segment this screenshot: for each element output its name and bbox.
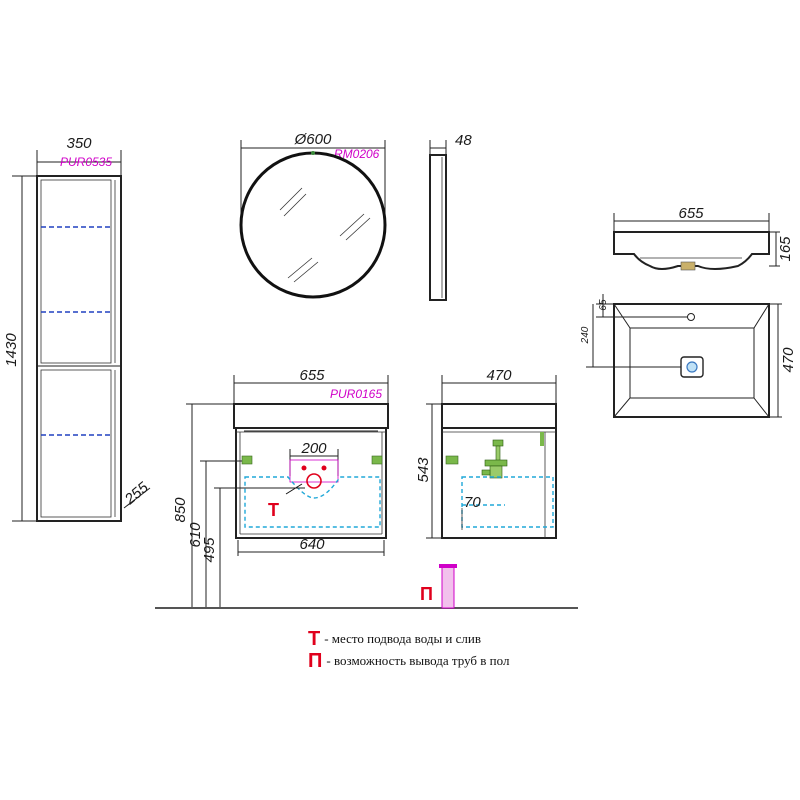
legend-item-water: Т- место подвода воды и слив xyxy=(308,628,481,651)
legend-key: Т xyxy=(308,628,321,650)
legend-key: П xyxy=(308,650,323,672)
cabinet-side-top xyxy=(441,403,557,429)
mirror-model-label: RM0206 xyxy=(334,147,380,161)
drain-outlet xyxy=(306,473,322,489)
basin-height-label: 165 xyxy=(777,236,794,262)
cabinet-model-label: PUR0165 xyxy=(330,387,382,401)
floor-pipe xyxy=(441,565,455,609)
tap-offset-label: 65 xyxy=(598,299,609,311)
cabinet-side-view: 470 70 543 П xyxy=(415,367,557,609)
depth-70-label: 70 xyxy=(464,494,481,511)
water-marker: Т xyxy=(268,500,279,520)
mirror-side xyxy=(429,154,447,301)
pencil-width-label: 350 xyxy=(66,135,92,152)
cabinet-inner-width-label: 640 xyxy=(299,536,325,553)
cabinet-front-view: 655 PUR0165 200 Т 640 xyxy=(233,367,389,556)
pencil-case-body xyxy=(36,175,122,522)
basin-width-label: 655 xyxy=(678,205,704,222)
drain-offset-label: 240 xyxy=(580,326,591,344)
legend-item-floor: П- возможность вывода труб в пол xyxy=(308,650,509,673)
drawer-outline xyxy=(244,476,381,528)
mirror-depth-label: 48 xyxy=(455,132,472,149)
installation-heights: 850 610 495 xyxy=(155,403,578,609)
legend-text: - место подвода воды и слив xyxy=(324,631,481,646)
pencil-height-label: 1430 xyxy=(3,333,20,367)
basin-side-outline xyxy=(613,231,770,270)
basin-depth-label: 470 xyxy=(780,347,797,373)
siphon-icon xyxy=(481,439,508,479)
legend-text: - возможность вывода труб в пол xyxy=(326,653,510,668)
cabinet-depth-label: 470 xyxy=(486,367,512,384)
tap-hole xyxy=(687,313,695,321)
pipe-zone-width-label: 200 xyxy=(300,440,327,457)
cabinet-body xyxy=(235,427,387,539)
pipe-zone xyxy=(289,459,339,483)
basin-top-view: 470 65 240 xyxy=(580,294,797,418)
mirror-circle xyxy=(239,151,387,299)
mirror-view: Ø600 RM0206 48 xyxy=(239,131,472,301)
mirror-diameter-label: Ø600 xyxy=(294,131,332,148)
height-495-label: 495 xyxy=(201,537,218,563)
cabinet-width-label: 655 xyxy=(299,367,325,384)
basin-side-view: 655 165 xyxy=(613,205,794,271)
basin-top-outline xyxy=(613,303,770,418)
height-610-label: 610 xyxy=(187,522,204,548)
floor-marker: П xyxy=(420,584,433,604)
pencil-depth-label: 255 xyxy=(121,479,152,509)
cabinet-top-basin xyxy=(233,403,389,429)
cabinet-height-label: 543 xyxy=(415,457,432,483)
pencil-case-view: 350 PUR0535 1430 255 xyxy=(3,135,152,522)
cabinet-side-body xyxy=(441,427,557,539)
pencil-model-label: PUR0535 xyxy=(60,155,112,169)
height-850-label: 850 xyxy=(172,497,189,523)
